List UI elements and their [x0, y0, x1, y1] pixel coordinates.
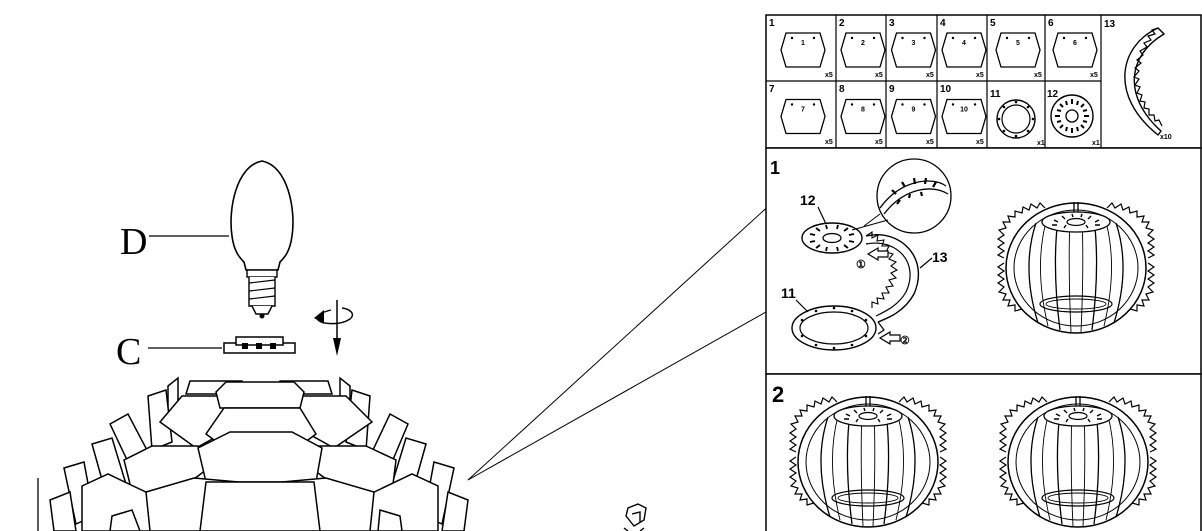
- step-2-panel: 2: [765, 373, 1202, 531]
- top-ring-disc-icon: [801, 222, 863, 254]
- hex-plate-icon: [840, 98, 886, 135]
- part-qty: x5: [875, 72, 883, 79]
- part-number: 9: [889, 84, 895, 95]
- lamp-assembly: D C: [37, 160, 647, 531]
- parts-grid: 11x522x533x544x555x566x577x588x599x51010…: [765, 14, 1202, 149]
- part-number: 4: [940, 18, 946, 29]
- callout-12-label: 12: [800, 192, 816, 208]
- part-number: 3: [889, 18, 895, 29]
- marker-2: ②: [900, 335, 910, 347]
- plate-number: 2: [861, 40, 865, 47]
- step-1-number: 1: [770, 158, 780, 178]
- part-qty: x5: [926, 72, 934, 79]
- lamp-holder-icon: [223, 336, 296, 354]
- bulb-label: D: [120, 221, 147, 263]
- callout-line-top: [467, 201, 774, 481]
- plate-number: 6: [1073, 40, 1077, 47]
- part-3-cell: 3 3 x5: [889, 18, 937, 79]
- plate-number: 3: [912, 40, 916, 47]
- hex-plate-icon: [780, 98, 826, 135]
- part-13-rib-icon: [1124, 27, 1166, 136]
- hex-plate-icon: [941, 98, 987, 135]
- part-12-number: 12: [1047, 89, 1059, 100]
- part-qty: x5: [976, 139, 984, 146]
- plate-number: 10: [960, 107, 968, 114]
- part-number: 7: [769, 84, 775, 95]
- part-qty: x5: [825, 139, 833, 146]
- part-qty: x5: [1090, 72, 1098, 79]
- part-13-qty: x10: [1160, 134, 1172, 141]
- part-number: 10: [940, 84, 952, 95]
- part-5-cell: 5 5 x5: [990, 18, 1042, 79]
- callout-11-label: 11: [781, 285, 796, 301]
- part-number: 1: [769, 18, 775, 29]
- plate-number: 4: [962, 40, 966, 47]
- part-11-number: 11: [990, 89, 1001, 100]
- part-qty: x5: [926, 139, 934, 146]
- plate-number: 1: [801, 40, 805, 47]
- part-number: 8: [839, 84, 845, 95]
- part-11-qty: x1: [1037, 140, 1045, 147]
- part-number: 5: [990, 18, 996, 29]
- arrow-2-icon: [878, 330, 901, 346]
- part-7-cell: 7 7 x5: [769, 84, 833, 146]
- part-4-cell: 4 4 x5: [940, 18, 987, 79]
- step-1-panel: 1 12: [765, 147, 1202, 375]
- rib-assembly-icon: [865, 230, 920, 335]
- part-6-cell: 6 6 x5: [1048, 18, 1098, 79]
- part-number: 2: [839, 18, 845, 29]
- part-qty: x5: [976, 72, 984, 79]
- hex-plate-icon: [1052, 32, 1098, 68]
- part-12-qty: x1: [1092, 140, 1100, 147]
- hex-plate-icon: [890, 32, 937, 68]
- hex-plate-icon: [780, 32, 826, 68]
- callout-13-label: 13: [932, 249, 948, 265]
- part-number: 6: [1048, 18, 1054, 29]
- part-10-cell: 10 10 x5: [940, 84, 987, 146]
- part-8-cell: 8 8 x5: [839, 84, 886, 146]
- plate-number: 9: [912, 107, 916, 114]
- part-11-ring-icon: [996, 99, 1036, 139]
- plate-number: 5: [1016, 40, 1020, 47]
- part-qty: x5: [1034, 72, 1042, 79]
- zoom-detail-circle: [851, 158, 952, 234]
- holder-label: C: [116, 331, 141, 373]
- part-1-cell: 1 1 x5: [769, 18, 833, 79]
- lamp-shade: [49, 376, 469, 531]
- hex-plate-icon: [995, 32, 1041, 68]
- plate-number: 7: [801, 107, 805, 114]
- callout-line-bottom: [467, 307, 774, 481]
- part-13-number: 13: [1104, 19, 1116, 30]
- rotate-arrow-icon: [314, 300, 354, 356]
- clip-icon: [623, 503, 647, 531]
- hex-plate-icon: [941, 32, 987, 68]
- part-qty: x5: [825, 72, 833, 79]
- step-2-number: 2: [772, 382, 784, 407]
- plate-number: 8: [861, 107, 865, 114]
- bulb-icon: [230, 160, 294, 319]
- hex-plate-icon: [840, 32, 886, 68]
- part-qty: x5: [875, 139, 883, 146]
- marker-1: ①: [856, 259, 866, 271]
- part-2-cell: 2 2 x5: [839, 18, 886, 79]
- arrow-1-icon: [866, 246, 889, 262]
- hex-plate-icon: [890, 98, 937, 135]
- bottom-ring-icon: [791, 305, 877, 351]
- part-12-disc-icon: [1050, 94, 1094, 138]
- part-9-cell: 9 9 x5: [889, 84, 937, 146]
